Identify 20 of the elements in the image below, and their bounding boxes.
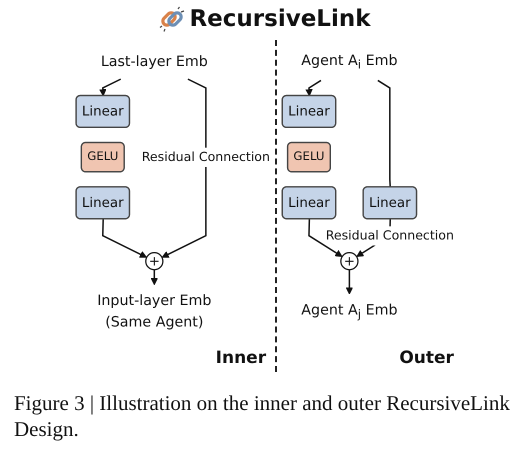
node-circle: + (145, 252, 164, 270)
panel-label: Outer (399, 348, 454, 368)
arrow (305, 80, 322, 96)
arrow (346, 270, 354, 295)
node-circle: + (340, 252, 359, 270)
connector (377, 80, 391, 188)
panel-label: Inner (216, 348, 266, 368)
title: RecursiveLink (189, 6, 371, 32)
arrow (308, 219, 342, 257)
arrow (150, 270, 158, 286)
node-text: Agent A$_{i}$ Emb (301, 52, 398, 72)
arrow (162, 78, 207, 258)
caption: Figure 3 | Illustration on the inner and outer RecursiveLink Design. (14, 390, 511, 442)
edge-label: Residual Connection (326, 228, 454, 244)
node-text: Agent A$_{j}$ Emb (301, 302, 398, 322)
arrow (99, 78, 122, 96)
node-text: Last-layer Emb (100, 54, 208, 70)
arrow (102, 219, 147, 258)
edge-label: Residual Connection (142, 149, 270, 164)
node-text: Input-layer Emb (Same Agent) (97, 292, 212, 330)
